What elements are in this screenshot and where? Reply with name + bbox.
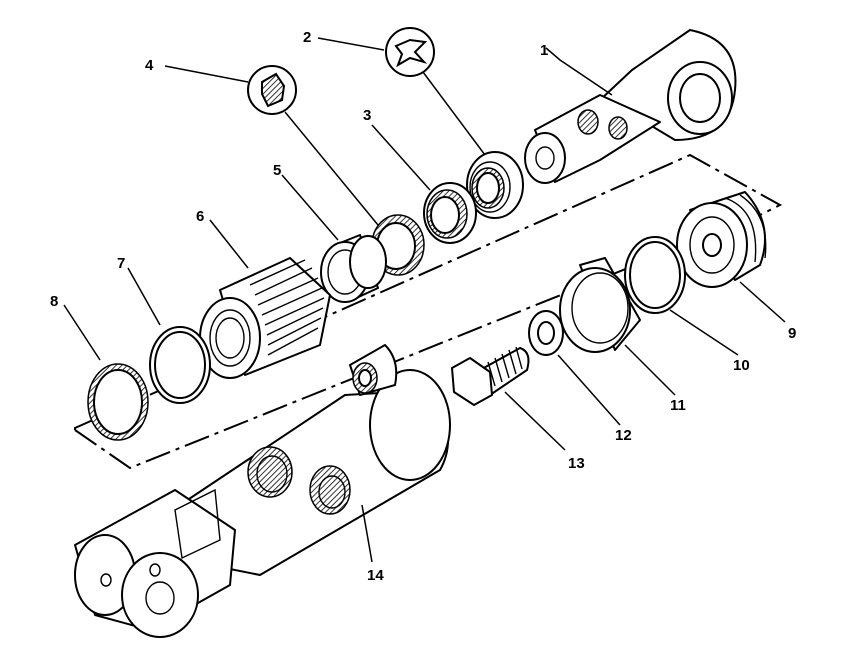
part-13-bolt <box>451 346 530 406</box>
callout-1: 1 <box>540 42 548 59</box>
callout-8: 8 <box>50 293 58 310</box>
lubrication-symbol-4 <box>247 65 297 115</box>
callout-5: 5 <box>273 162 281 179</box>
part-3-wiper-ring <box>423 182 477 244</box>
part-7-o-ring <box>149 326 211 404</box>
part-10-piston-ring <box>624 236 686 314</box>
assembly-axis-line <box>74 153 783 470</box>
lubrication-symbol-2 <box>385 27 435 77</box>
callout-7: 7 <box>117 255 125 272</box>
callout-6: 6 <box>196 208 204 225</box>
part-11-wear-band <box>559 257 641 353</box>
part-9-piston <box>676 191 767 288</box>
callout-14: 14 <box>367 567 384 584</box>
grease-fill-icon <box>261 72 286 108</box>
part-8-backup-ring <box>87 363 149 441</box>
part-6-gland-head <box>199 257 331 379</box>
part-1-rod-end <box>524 29 737 184</box>
part-5-bearing-sleeve <box>320 234 387 303</box>
callout-9: 9 <box>788 325 796 342</box>
part-12-washer <box>528 310 564 356</box>
leader-lines <box>63 37 786 563</box>
callout-12: 12 <box>615 427 632 444</box>
callout-2: 2 <box>303 29 311 46</box>
part-2-rod-seal <box>466 151 524 219</box>
callout-10: 10 <box>733 357 750 374</box>
part-14-cylinder-barrel <box>74 344 451 638</box>
callout-4: 4 <box>145 57 154 74</box>
callout-11: 11 <box>670 397 686 414</box>
callout-labels: 1 2 3 4 5 6 7 8 9 10 11 12 13 14 <box>50 29 796 584</box>
callout-13: 13 <box>568 455 585 472</box>
callout-3: 3 <box>363 107 371 124</box>
grease-gun-icon <box>394 38 428 68</box>
